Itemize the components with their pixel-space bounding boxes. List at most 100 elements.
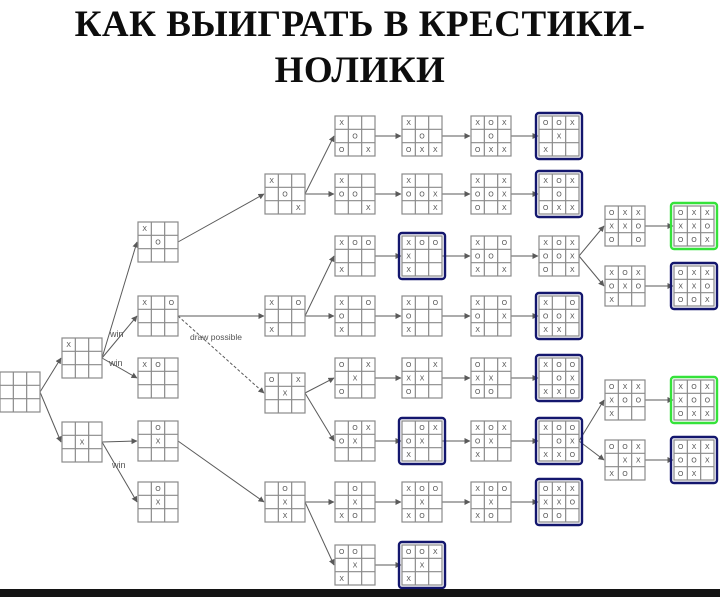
highlight-frame-blue-b22 [397,231,447,281]
tree-edge-b10-b17 [304,392,335,442]
board-frame [470,173,512,215]
board-frame [264,295,306,337]
board-cell-mark: O [570,299,576,307]
board-cell-mark: X [502,191,507,199]
highlight-frame-blue-b41 [534,477,584,527]
board-cell-mark: O [570,388,576,396]
board-cell-mark: X [353,562,358,570]
board-frame [470,295,512,337]
board-cell-mark: X [366,204,371,212]
board-cell-mark: X [433,146,438,154]
board-cell-mark: X [502,424,507,432]
board-cell-mark: X [678,223,683,231]
board-b3: XO [137,221,179,263]
board-cell-mark: O [678,296,684,304]
board-cell-mark: X [406,485,411,493]
board-cell-mark: X [705,443,710,451]
board-frame [334,544,376,586]
edge-label-win-1: win [109,329,124,339]
board-cell-mark: X [433,361,438,369]
board-cell-mark: O [352,424,358,432]
board-frame [334,295,376,337]
board-cell-mark: O [406,191,412,199]
board-cell-mark: X [353,438,358,446]
board-cell-mark: O [296,299,302,307]
board-cell-mark: X [705,457,710,465]
board-cell-mark: X [475,177,480,185]
board-cell-mark: O [352,548,358,556]
board-b11: OXX [264,481,306,523]
board-cell-mark: X [543,388,548,396]
board-cell-mark: X [353,499,358,507]
board-cell-mark: X [705,383,710,391]
board-cell-mark: O [705,223,711,231]
board-frame [334,115,376,157]
board-cell-mark: X [623,209,628,217]
board-cell-mark: O [691,397,697,405]
board-cell-mark: O [433,299,439,307]
board-cell-mark: X [678,283,683,291]
board-frame [538,235,580,277]
board-cell-mark: O [556,512,562,520]
board-cell-mark: O [406,313,412,321]
highlight-frame-blue-b40 [534,416,584,466]
board-cell-mark: X [557,204,562,212]
board-cell-mark: X [692,410,697,418]
board-cell-mark: X [475,266,480,274]
board-cell-mark: X [502,266,507,274]
edge-label-draw-possible: draw possible [190,332,242,342]
board-cell-mark: X [433,204,438,212]
board-cell-mark: X [420,562,425,570]
board-cell-mark: O [678,443,684,451]
board-cell-mark: O [419,548,425,556]
board-cell-mark: O [269,376,275,384]
bottom-border [0,589,720,597]
board-cell-mark: O [556,119,562,127]
board-cell-mark: O [691,236,697,244]
board-cell-mark: X [543,499,548,507]
board-cell-mark: O [169,299,175,307]
board-cell-mark: X [609,410,614,418]
board-cell-mark: O [502,239,508,247]
board-cell-mark: X [609,269,614,277]
edge-label-win-3: win [111,460,126,470]
board-cell-mark: O [475,146,481,154]
board-frame [401,235,443,277]
board-cell-mark: X [489,438,494,446]
highlight-frame-green-b46 [669,201,719,251]
highlight-frame-blue-b25 [397,416,447,466]
board-frame [334,235,376,277]
board-cell-mark: O [406,438,412,446]
board-cell-mark: O [543,485,549,493]
board-cell-mark: X [636,269,641,277]
tree-edge-b0-b1 [39,357,62,393]
board-frame [401,173,443,215]
board-cell-mark: X [142,361,147,369]
board-cell-mark: O [502,485,508,493]
board-cell-mark: O [475,438,481,446]
board-cell-mark: O [366,239,372,247]
board-cell-mark: X [339,326,344,334]
board-b7: OX [137,481,179,523]
board-cell-mark: X [406,266,411,274]
board-cell-mark: O [543,253,549,261]
board-cell-mark: X [475,239,480,247]
highlight-frame-blue-b36 [534,169,584,219]
board-cell-mark: X [489,375,494,383]
board-cell-mark: X [475,485,480,493]
board-frame [401,481,443,523]
board-cell-mark: X [543,424,548,432]
board-cell-mark: O [691,296,697,304]
board-cell-mark: X [475,424,480,432]
board-cell-mark: O [570,424,576,432]
tree-edge-b2-b7 [101,441,138,503]
